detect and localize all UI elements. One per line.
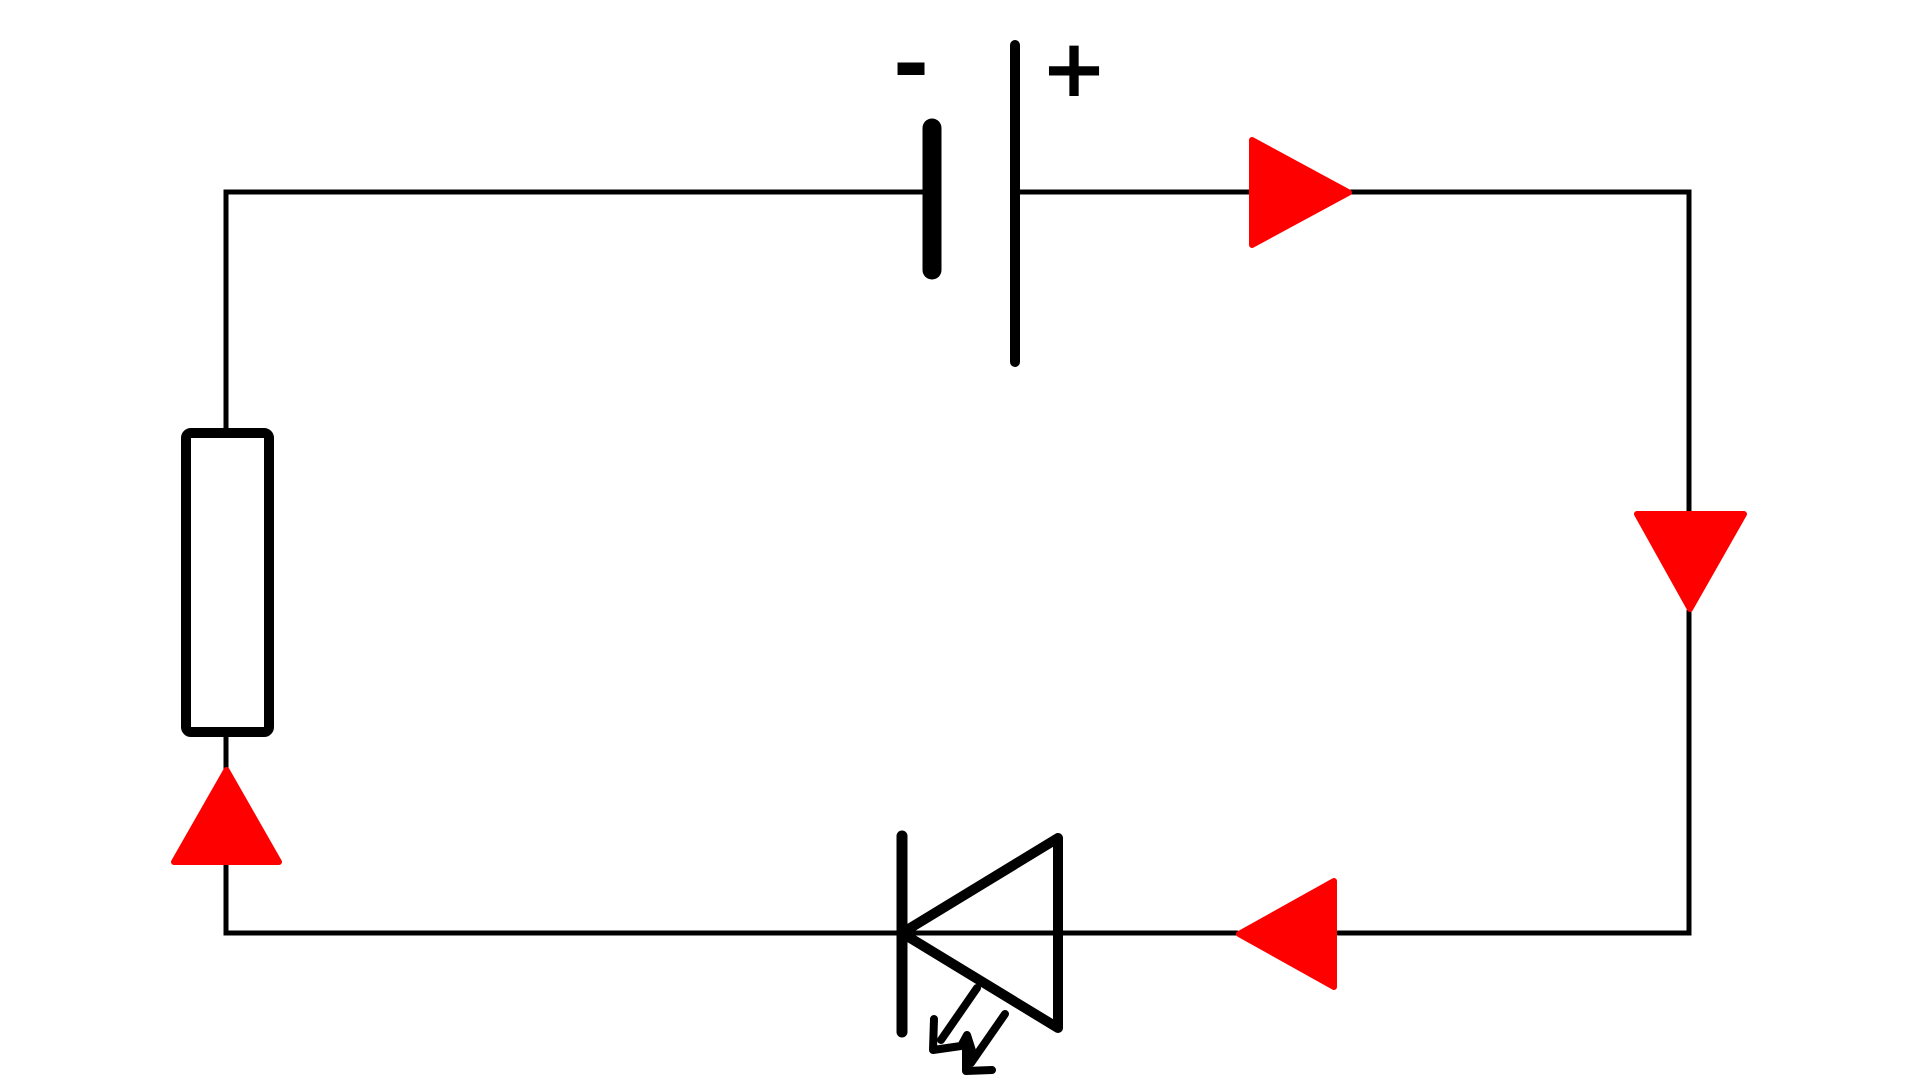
resistor-body	[181, 428, 274, 737]
led-anode-triangle	[897, 833, 1063, 1033]
current-flow-arrows	[171, 137, 1747, 990]
led-light-arrow-1-head	[929, 1015, 978, 1061]
wire-top-right-segment	[1348, 189, 1692, 515]
battery-cell: - +	[893, 12, 1108, 367]
battery-negative-label: -	[893, 12, 930, 115]
led-light-arrow-2-shaft	[967, 1010, 1009, 1067]
led-light-arrow-1-shaft	[937, 984, 981, 1044]
wire-right-lower-segment	[1335, 608, 1692, 936]
wire-bottom-segment-through-led	[223, 860, 1240, 936]
wiring-and-components: - +	[181, 12, 1692, 1075]
led-light-arrow-2-head	[962, 1044, 996, 1075]
current-arrow-down-icon	[1634, 511, 1747, 612]
battery-positive-label: +	[1040, 22, 1107, 115]
wire-top-left-segment	[223, 189, 935, 436]
current-arrow-up-icon	[171, 767, 282, 865]
led	[896, 830, 1063, 1075]
current-arrow-left-icon	[1236, 878, 1337, 990]
current-arrow-right-icon	[1249, 137, 1352, 248]
